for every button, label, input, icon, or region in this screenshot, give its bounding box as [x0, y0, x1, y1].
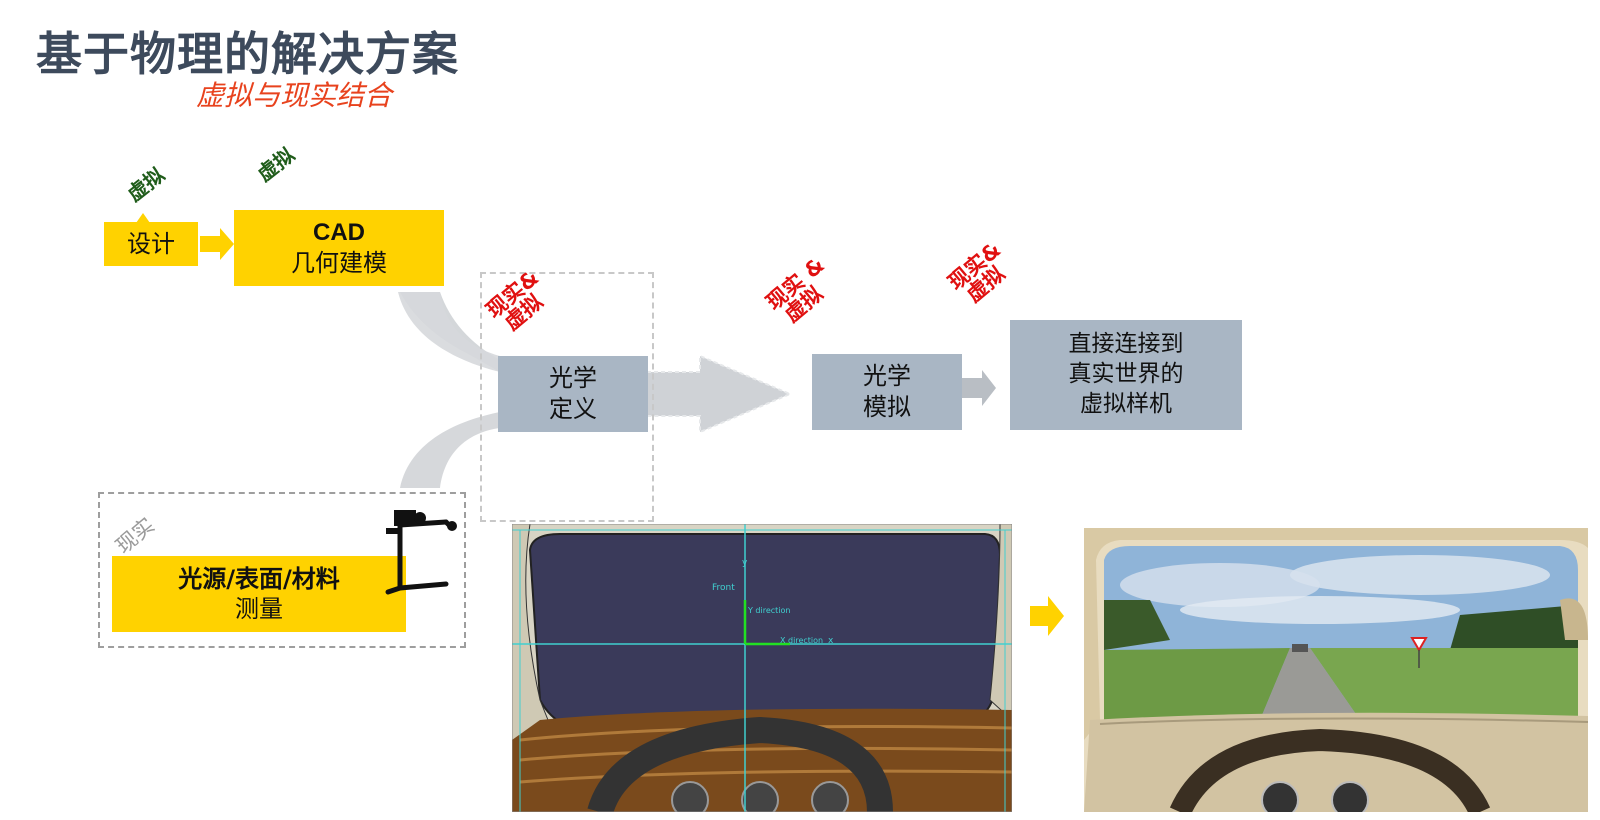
tag-pointer — [136, 213, 150, 223]
arrow-sim-to-prototype — [962, 370, 996, 406]
virtual-prototype-box: 直接连接到 真实世界的 虚拟样机 — [1010, 320, 1242, 430]
page-subtitle: 虚拟与现实结合 — [196, 79, 393, 112]
cad-label-ydir: Y direction — [748, 606, 791, 615]
measurement-box: 光源/表面/材料 测量 — [112, 556, 406, 632]
arrow-cad-to-real — [1030, 596, 1064, 636]
optics-simulation-box: 光学 模拟 — [812, 354, 962, 430]
design-box: 设计 — [104, 222, 198, 266]
cad-label-x: x — [828, 636, 834, 646]
cad-sublabel: 几何建模 — [291, 249, 387, 277]
optics-definition-box: 光学 定义 — [498, 356, 648, 432]
curve-measure-to-optics — [400, 412, 500, 488]
cad-label-xdir: X direction — [780, 636, 824, 645]
cad-label-y: y — [742, 558, 748, 568]
design-label: 设计 — [127, 230, 175, 258]
cad-box: CAD 几何建模 — [234, 210, 444, 286]
arrow-def-to-sim — [639, 354, 793, 434]
page-title: 基于物理的解决方案 — [36, 27, 459, 81]
cad-label-front: Front — [712, 583, 735, 593]
cad-label: CAD — [313, 219, 365, 246]
measurement-frame — [98, 492, 466, 648]
optics-definition-frame — [480, 272, 654, 522]
arrow-design-to-cad — [200, 228, 234, 260]
